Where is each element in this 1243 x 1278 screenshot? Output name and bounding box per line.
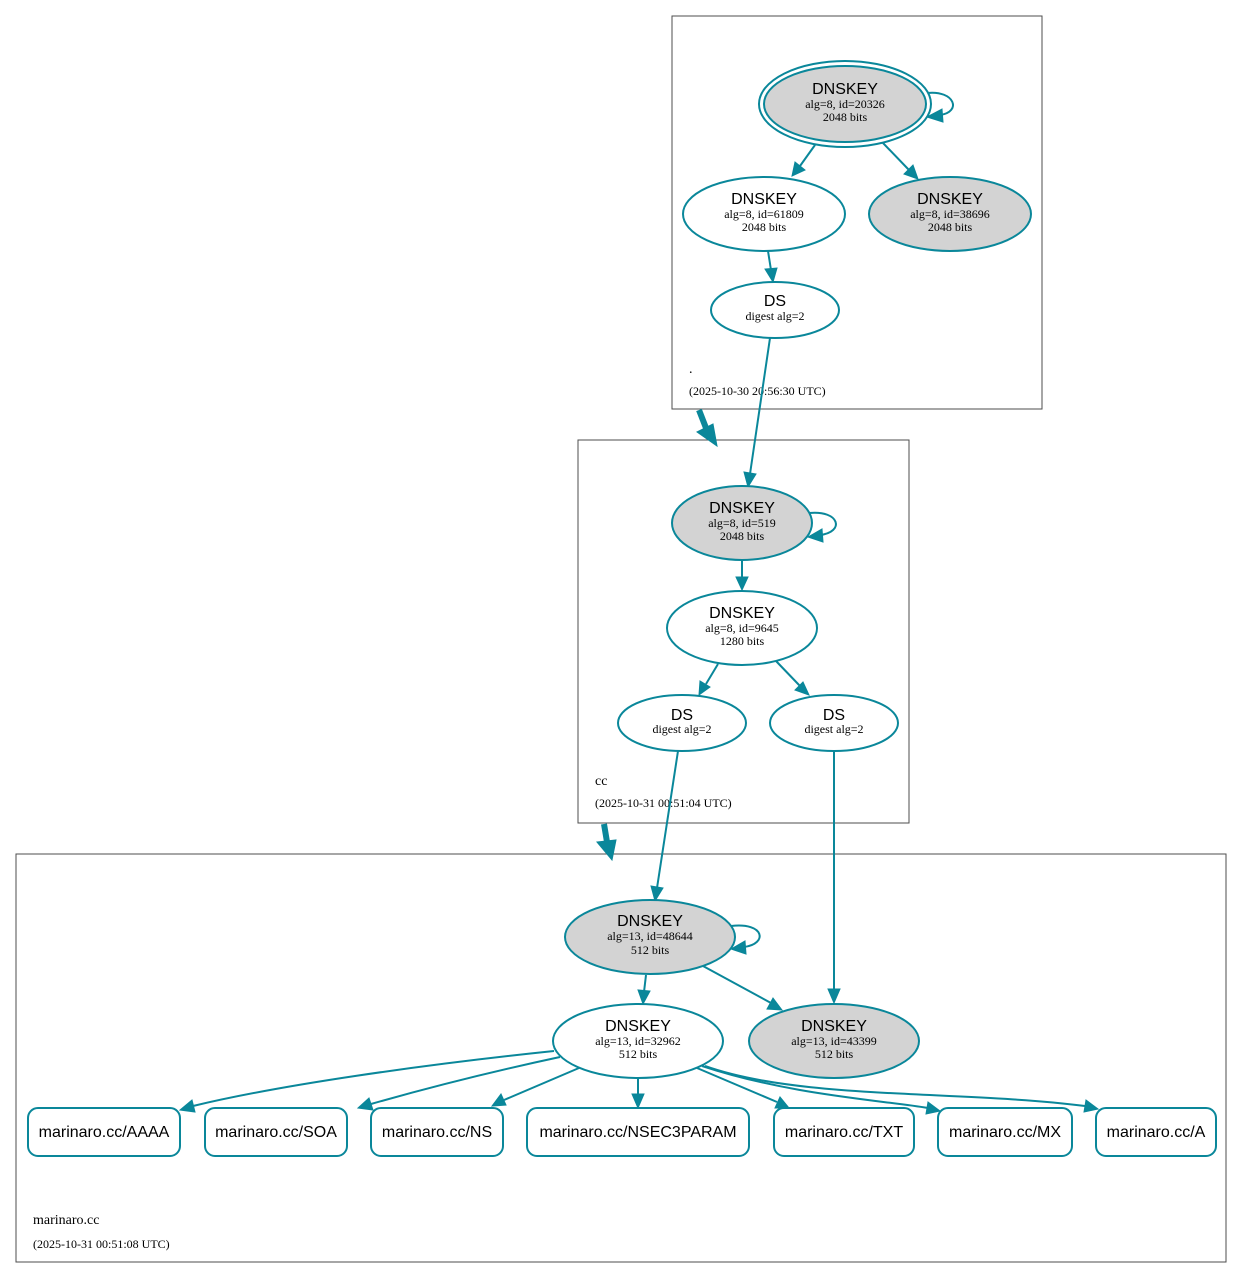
- delegation-arrow-cc-marinaro: [596, 823, 617, 862]
- node-root-zsk-61809[interactable]: DNSKEY alg=8, id=61809 2048 bits: [682, 176, 846, 252]
- rrset-label: marinaro.cc/A: [1107, 1124, 1206, 1141]
- node-detail: alg=8, id=519: [708, 516, 776, 530]
- node-detail: 2048 bits: [823, 110, 868, 124]
- node-detail: alg=8, id=9645: [705, 621, 779, 635]
- zone-cc: [577, 439, 910, 824]
- rrset-mx[interactable]: marinaro.cc/MX: [937, 1107, 1073, 1157]
- node-detail: 512 bits: [815, 1047, 854, 1061]
- edge-root-ksk-zsk1: [799, 144, 816, 167]
- node-title: DNSKEY: [709, 605, 775, 622]
- edge-m-ksk-self: [730, 924, 761, 948]
- rrset-nsec3param[interactable]: marinaro.cc/NSEC3PARAM: [526, 1107, 750, 1157]
- rrset-label: marinaro.cc/MX: [949, 1124, 1061, 1141]
- rrset-txt[interactable]: marinaro.cc/TXT: [773, 1107, 915, 1157]
- node-title: DNSKEY: [801, 1018, 867, 1035]
- node-detail: 2048 bits: [720, 529, 765, 543]
- rrset-soa[interactable]: marinaro.cc/SOA: [204, 1107, 348, 1157]
- edge-root-ds-cc-ksk: [749, 337, 771, 475]
- edge-cc-ds1-m-ksk: [656, 750, 679, 889]
- edge-cc-zsk-ds1: [705, 663, 719, 685]
- rrset-label: marinaro.cc/AAAA: [39, 1124, 170, 1141]
- node-detail: digest alg=2: [745, 309, 804, 323]
- rrset-a[interactable]: marinaro.cc/A: [1095, 1107, 1217, 1157]
- node-root-ksk-20326[interactable]: DNSKEY alg=8, id=20326 2048 bits: [758, 60, 932, 148]
- node-title: DS: [764, 293, 786, 310]
- edge-cc-ksk-self: [808, 511, 837, 536]
- node-cc-ksk-519[interactable]: DNSKEY alg=8, id=519 2048 bits: [671, 485, 813, 561]
- rrset-label: marinaro.cc/NSEC3PARAM: [539, 1124, 736, 1141]
- node-title: DS: [823, 707, 845, 724]
- edge-m-ksk-zsk: [643, 974, 647, 993]
- rrset-label: marinaro.cc/TXT: [785, 1124, 903, 1141]
- zone-cc-label: cc: [595, 774, 607, 789]
- node-cc-ds-1[interactable]: DS digest alg=2: [617, 694, 747, 752]
- edge-zsk-a: [704, 1065, 1086, 1107]
- rrset-ns[interactable]: marinaro.cc/NS: [370, 1107, 504, 1157]
- node-detail: alg=8, id=20326: [805, 97, 885, 111]
- rrset-label: marinaro.cc/SOA: [215, 1124, 337, 1141]
- node-title: DNSKEY: [812, 81, 878, 98]
- edge-zsk-soa: [370, 1056, 561, 1105]
- zone-root: [671, 15, 1043, 410]
- delegation-arrow-root-cc: [696, 408, 718, 448]
- rrset-label: marinaro.cc/NS: [382, 1124, 492, 1141]
- node-detail: alg=8, id=38696: [910, 207, 990, 221]
- edge-zsk-ns: [503, 1067, 580, 1101]
- edge-m-ksk-ksk2: [702, 965, 772, 1004]
- edge-zsk-txt: [696, 1067, 778, 1103]
- edge-zsk-aaaa: [192, 1050, 555, 1107]
- node-marinaro-ksk-43399[interactable]: DNSKEY alg=13, id=43399 512 bits: [748, 1003, 920, 1079]
- node-title: DNSKEY: [605, 1018, 671, 1035]
- zone-root-timestamp: (2025-10-30 20:56:30 UTC): [689, 384, 826, 398]
- node-detail: 2048 bits: [742, 220, 787, 234]
- rrset-aaaa[interactable]: marinaro.cc/AAAA: [27, 1107, 181, 1157]
- edge-root-ksk-zsk2: [882, 142, 910, 171]
- node-title: DNSKEY: [731, 191, 797, 208]
- zone-marinaro: [15, 853, 1227, 1263]
- node-marinaro-ksk-48644[interactable]: DNSKEY alg=13, id=48644 512 bits: [564, 899, 736, 975]
- node-detail: 2048 bits: [928, 220, 973, 234]
- zone-marinaro-timestamp: (2025-10-31 00:51:08 UTC): [33, 1237, 170, 1251]
- node-cc-ds-2[interactable]: DS digest alg=2: [769, 694, 899, 752]
- node-title: DNSKEY: [617, 913, 683, 930]
- node-detail: 1280 bits: [720, 634, 765, 648]
- node-detail: 512 bits: [619, 1047, 658, 1061]
- zone-cc-timestamp: (2025-10-31 00:51:04 UTC): [595, 796, 732, 810]
- node-root-zsk-38696[interactable]: DNSKEY alg=8, id=38696 2048 bits: [868, 176, 1032, 252]
- node-detail: alg=13, id=43399: [791, 1034, 877, 1048]
- node-cc-zsk-9645[interactable]: DNSKEY alg=8, id=9645 1280 bits: [666, 590, 818, 666]
- node-detail: 512 bits: [631, 943, 670, 957]
- zone-root-label: .: [689, 362, 693, 377]
- edge-root-ksk-self: [926, 91, 954, 116]
- node-title: DNSKEY: [917, 191, 983, 208]
- edge-root-zsk1-ds: [767, 250, 772, 271]
- node-title: DNSKEY: [709, 500, 775, 517]
- node-root-ds[interactable]: DS digest alg=2: [710, 281, 840, 339]
- node-detail: alg=8, id=61809: [724, 207, 804, 221]
- zone-marinaro-label: marinaro.cc: [33, 1213, 99, 1228]
- node-detail: alg=13, id=32962: [595, 1034, 681, 1048]
- node-marinaro-zsk-32962[interactable]: DNSKEY alg=13, id=32962 512 bits: [552, 1003, 724, 1079]
- node-detail: digest alg=2: [652, 722, 711, 736]
- node-detail: digest alg=2: [804, 722, 863, 736]
- edge-cc-zsk-ds2: [775, 660, 801, 687]
- node-title: DS: [671, 707, 693, 724]
- node-detail: alg=13, id=48644: [607, 929, 693, 943]
